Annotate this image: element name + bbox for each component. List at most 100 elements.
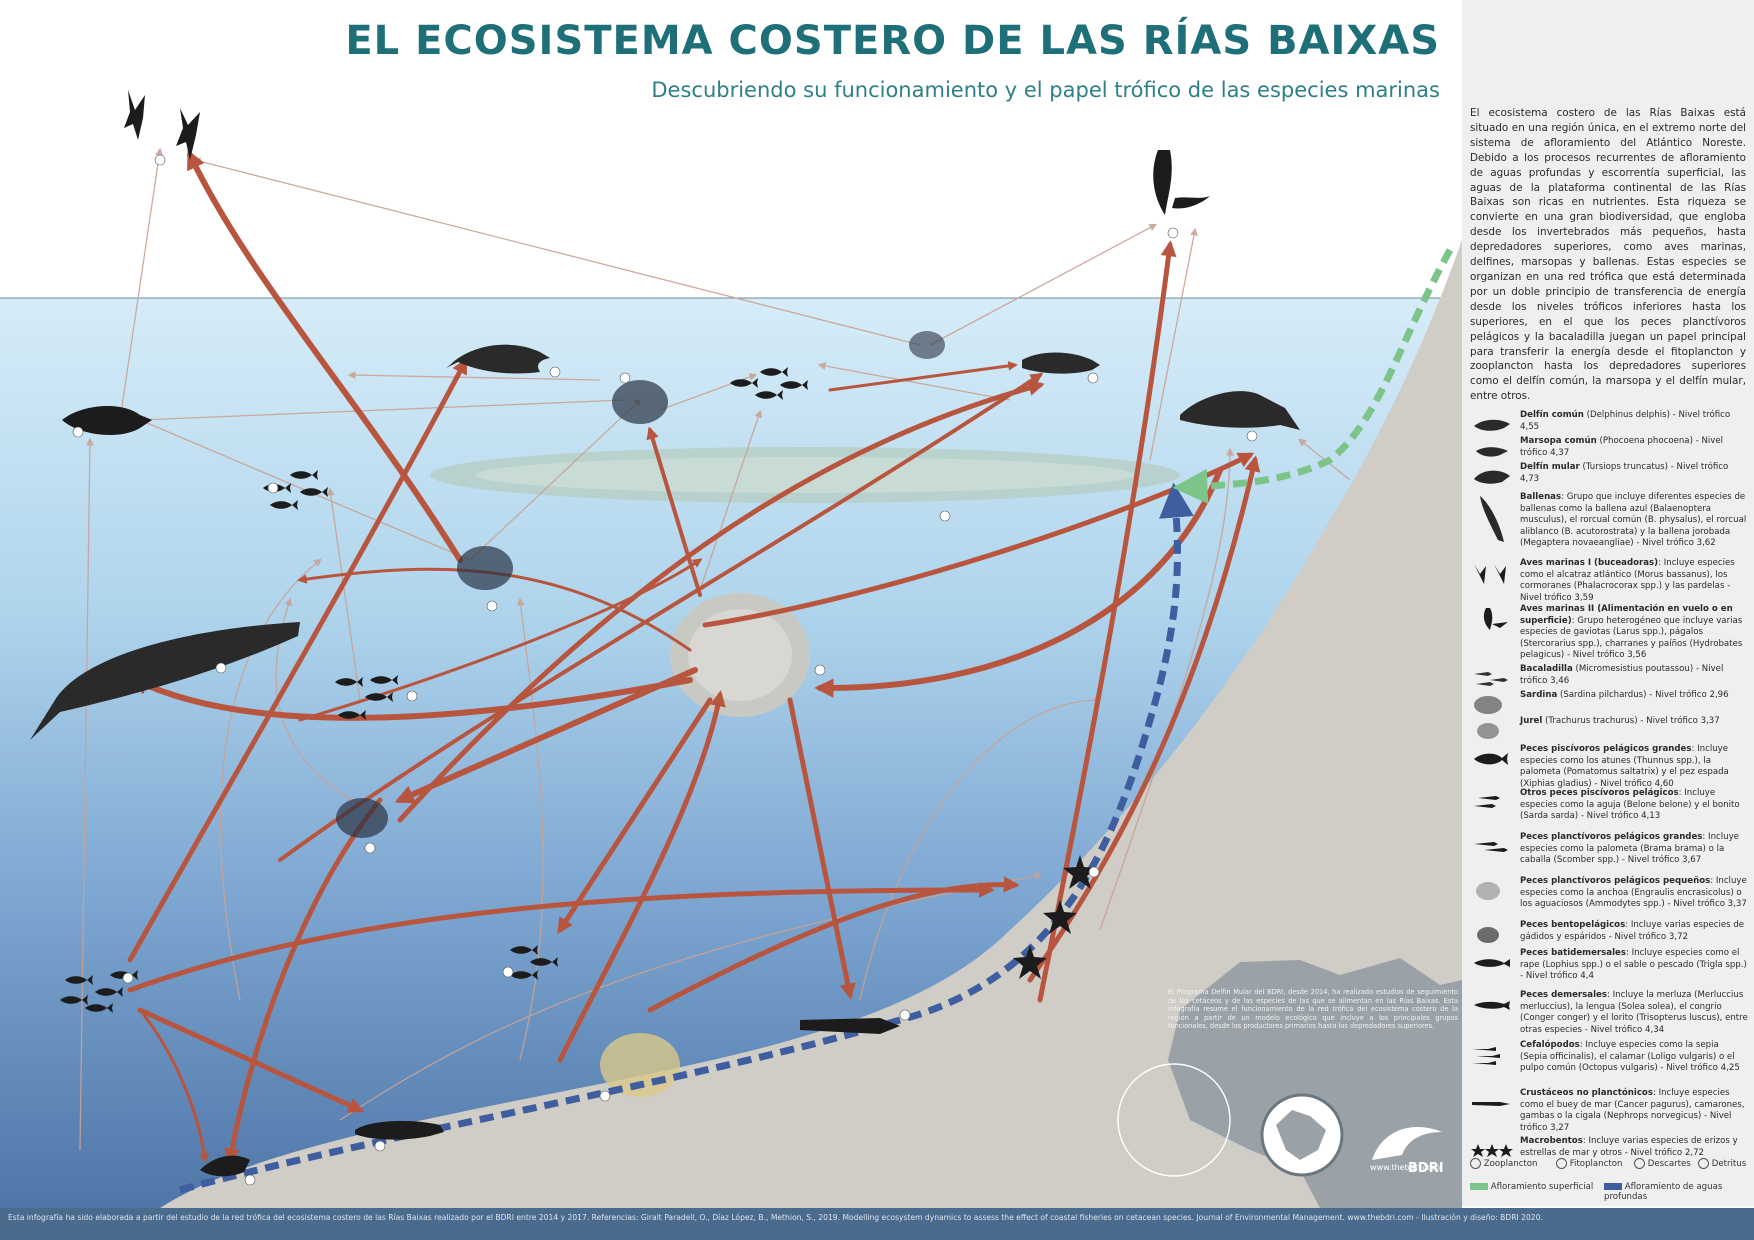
legend-desc: (Delphinus delphis) - Nivel trófico 4,55 (1520, 410, 1731, 432)
common-dolphin-icon (446, 344, 550, 374)
legend-item: Ballenas: Grupo que incluye diferentes e… (1470, 492, 1750, 548)
legend-item: Aves marinas II (Alimentación en vuelo o… (1470, 604, 1750, 660)
seabed-slope (160, 240, 1462, 1208)
surface-upwelling-arrows (1172, 248, 1454, 504)
porpoise-icon (1476, 447, 1508, 457)
group-number-labels (72, 154, 1258, 1186)
legend-item: Aves marinas I (buceadoras): Incluye esp… (1470, 558, 1750, 603)
legend-item: Peces piscívoros pelágicos grandes: Incl… (1470, 744, 1750, 789)
seabed-fish (355, 1120, 444, 1140)
small-planktivore-icon (1476, 882, 1500, 900)
legend-item: Peces planctívoros pelágicos grandes: In… (1470, 832, 1750, 872)
legend-keys: Zooplancton Fitoplancton Descartes Detri… (1466, 1156, 1754, 1202)
legend-item: Crustáceos no planctónicos: Incluye espe… (1470, 1088, 1750, 1133)
footer-references: Esta infografía ha sido elaborada a part… (0, 1208, 1754, 1240)
detritus-key: Detritus (1698, 1158, 1746, 1169)
map-note: El Programa Delfín Mular del BDRI, desde… (1168, 988, 1458, 1031)
legend-desc: (Phocoena phocoena) - Nivel trófico 4,37 (1520, 436, 1724, 458)
diving-seabird-icon (124, 90, 200, 160)
legend-name: Peces planctívoros pelágicos pequeños (1520, 876, 1711, 886)
surface-seabird-icon (1153, 150, 1210, 215)
large-planktivore-icon (1474, 842, 1508, 852)
page-subtitle: Descubriendo su funcionamiento y el pape… (651, 78, 1440, 102)
legend-name: Aves marinas II (Alimentación en vuelo o… (1520, 604, 1733, 626)
upwelling-key: Afloramiento superficial (1470, 1182, 1593, 1192)
legend-desc: : Incluye especies como el rape (Lophius… (1520, 948, 1747, 981)
legend-name: Sardina (1520, 690, 1558, 700)
porpoise-icon (1022, 352, 1100, 374)
legend-item: Peces batidemersales: Incluye especies c… (1470, 948, 1750, 988)
legend-name: Delfín mular (1520, 462, 1580, 472)
cephalopod-icon (1472, 1047, 1500, 1065)
sardine-school (612, 380, 668, 424)
demersal-fish-icon (1474, 1001, 1510, 1010)
legend-desc: : Grupo que incluye diferentes especies … (1520, 492, 1747, 548)
legend-name: Aves marinas I (buceadoras) (1520, 558, 1659, 568)
detritus-icon (1698, 1158, 1709, 1169)
legend-item: Peces demersales: Incluye la merluza (Me… (1470, 990, 1750, 1036)
legend-desc: : Grupo heterogéneo que incluye varias e… (1520, 615, 1743, 661)
crustacean-icon (1472, 1102, 1510, 1106)
zooplankton-icon (1470, 1158, 1481, 1169)
surface-seabird-icon (1483, 608, 1508, 630)
legend-name: Peces batidemersales (1520, 948, 1626, 958)
legend-item: Sardina (Sardina pilchardus) - Nivel tró… (1470, 690, 1750, 726)
bottlenose-dolphin-icon (1180, 391, 1300, 430)
legend-name: Marsopa común (1520, 436, 1597, 446)
crustacean-icon (800, 1018, 900, 1034)
intro-paragraph: El ecosistema costero de las Rías Baixas… (1470, 107, 1746, 403)
page-title: EL ECOSISTEMA COSTERO DE LAS RÍAS BAIXAS (345, 18, 1440, 64)
legend-panel: BDRI (1372, 0, 1754, 1206)
phytoplankton-key: Fitoplancton (1556, 1158, 1622, 1169)
legend-item: Marsopa común (Phocoena phocoena) - Nive… (1470, 436, 1750, 472)
legend-name: Peces planctívoros pelágicos grandes (1520, 832, 1703, 842)
common-dolphin-icon (1474, 419, 1510, 431)
legend-name: Delfín común (1520, 410, 1584, 420)
discards-icon (1634, 1158, 1645, 1169)
legend-item: Delfín mular (Tursiops truncatus) - Nive… (1470, 462, 1750, 498)
legend-desc: : Incluye especies como los atunes (Thun… (1520, 744, 1729, 789)
deep-upwelling-arrows (179, 482, 1194, 1194)
legend-desc: : Incluye varias especies de gádidos y e… (1520, 920, 1745, 942)
legend-desc: (Tursiops truncatus) - Nivel trófico 4,7… (1520, 462, 1729, 484)
legend-desc: : Incluye especies como la anchoa (Engra… (1520, 876, 1747, 909)
legend-name: Jurel (1520, 716, 1543, 726)
legend-item: Bacaladilla (Micromesistius poutassou) -… (1470, 664, 1750, 700)
europe-inset-land (1276, 1110, 1326, 1160)
legend-name: Crustáceos no planctónicos (1520, 1088, 1653, 1098)
legend-name: Otros peces piscívoros pelágicos (1520, 788, 1679, 798)
legend-name: Macrobentos (1520, 1136, 1583, 1146)
deep-upwelling-key: Afloramiento de aguas profundas (1604, 1182, 1723, 1202)
legend-item: Jurel (Trachurus trachurus) - Nivel tróf… (1470, 716, 1750, 752)
whale-icon (30, 622, 300, 740)
legend-name: Peces bentopelágicos (1520, 920, 1626, 930)
diving-seabird-icon (1474, 564, 1506, 584)
legend-name: Cefalópodos (1520, 1040, 1580, 1050)
horse-mackerel-school (909, 331, 945, 359)
blue-whiting-school (457, 546, 513, 590)
bdri-logo: BDRI (1372, 1127, 1444, 1176)
legend-name: Bacaladilla (1520, 664, 1573, 674)
legend-desc: (Trachurus trachurus) - Nivel trófico 3,… (1542, 716, 1720, 726)
legend-item: Peces planctívoros pelágicos pequeños: I… (1470, 876, 1750, 916)
whale-icon (1480, 496, 1504, 542)
starfish-icon (1471, 1144, 1513, 1157)
legend-desc: : Incluye la merluza (Merluccius merlucc… (1520, 990, 1748, 1035)
website-label: www.thebdri.com (1370, 1163, 1440, 1172)
horse-mackerel-icon (1477, 723, 1499, 739)
legend-item: Cefalópodos: Incluye especies como la se… (1470, 1040, 1750, 1084)
legend-item: Macrobentos: Incluye varias especies de … (1470, 1136, 1750, 1172)
legend-desc: : Incluye especies como el buey de mar (… (1520, 1088, 1745, 1133)
legend-name: Peces demersales (1520, 990, 1607, 1000)
major-flow-arrows (127, 149, 1261, 1165)
benthopelagic-school (336, 798, 388, 838)
starfish-group (1013, 855, 1097, 979)
zooplankton-cloud-core (688, 609, 792, 701)
green-arrow-icon (1470, 1183, 1488, 1190)
legend-item: Delfín común (Delphinus delphis) - Nivel… (1470, 410, 1750, 446)
legend-desc: (Sardina pilchardus) - Nivel trófico 2,9… (1557, 690, 1729, 700)
blue-arrow-icon (1604, 1183, 1622, 1190)
legend-desc: : Incluye especies como la aguja (Belone… (1520, 788, 1740, 821)
discards-key: Descartes (1634, 1158, 1691, 1169)
tuna-icon (62, 405, 152, 435)
